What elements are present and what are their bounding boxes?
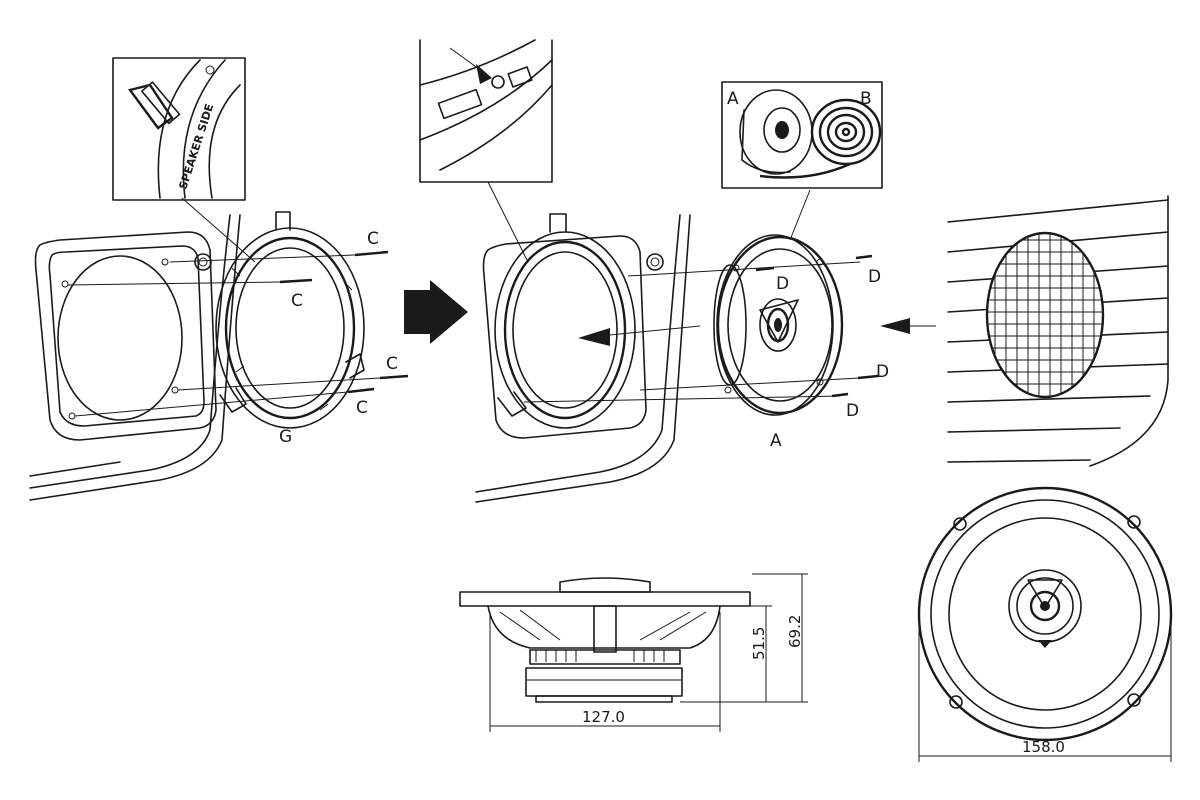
dimension-lines-front xyxy=(918,620,1172,762)
speaker-side-profile xyxy=(459,577,751,703)
label-c-1: C xyxy=(367,229,379,249)
grille-coil xyxy=(810,98,882,166)
label-a-speaker: A xyxy=(770,431,782,451)
arrow-left-icon xyxy=(880,318,936,334)
mounting-bracket-g xyxy=(215,211,365,429)
label-c-2: C xyxy=(291,291,303,311)
label-d-1: D xyxy=(776,274,789,294)
label-g: G xyxy=(279,427,292,447)
screws-d xyxy=(755,254,879,398)
label-c-3: C xyxy=(386,354,398,374)
speaker-grille xyxy=(985,231,1105,399)
dim-width-127: 127.0 xyxy=(582,708,625,726)
speaker-front-view xyxy=(917,486,1173,742)
inset-parts-a-b xyxy=(721,81,883,189)
mounting-bracket-installed xyxy=(494,213,701,429)
arrow-right-icon xyxy=(404,280,468,344)
label-a-inset: A xyxy=(727,89,739,109)
door-panel-middle xyxy=(475,214,691,503)
inset-clip-detail xyxy=(419,39,553,263)
dim-diameter-158: 158.0 xyxy=(1022,738,1065,756)
inset-speaker-side-detail: SPEAKER SIDE xyxy=(112,57,256,263)
label-c-4: C xyxy=(356,398,368,418)
door-panel-left xyxy=(29,214,241,501)
label-d-2: D xyxy=(868,267,881,287)
screws-c-left xyxy=(67,250,409,417)
label-b-inset: B xyxy=(860,89,872,109)
dimension-lines-side xyxy=(489,573,808,732)
speaker-a-exploded xyxy=(523,189,861,416)
dim-depth-69-2: 69.2 xyxy=(786,615,804,648)
label-d-4: D xyxy=(846,401,859,421)
label-d-3: D xyxy=(876,362,889,382)
dim-depth-51-5: 51.5 xyxy=(750,627,768,660)
